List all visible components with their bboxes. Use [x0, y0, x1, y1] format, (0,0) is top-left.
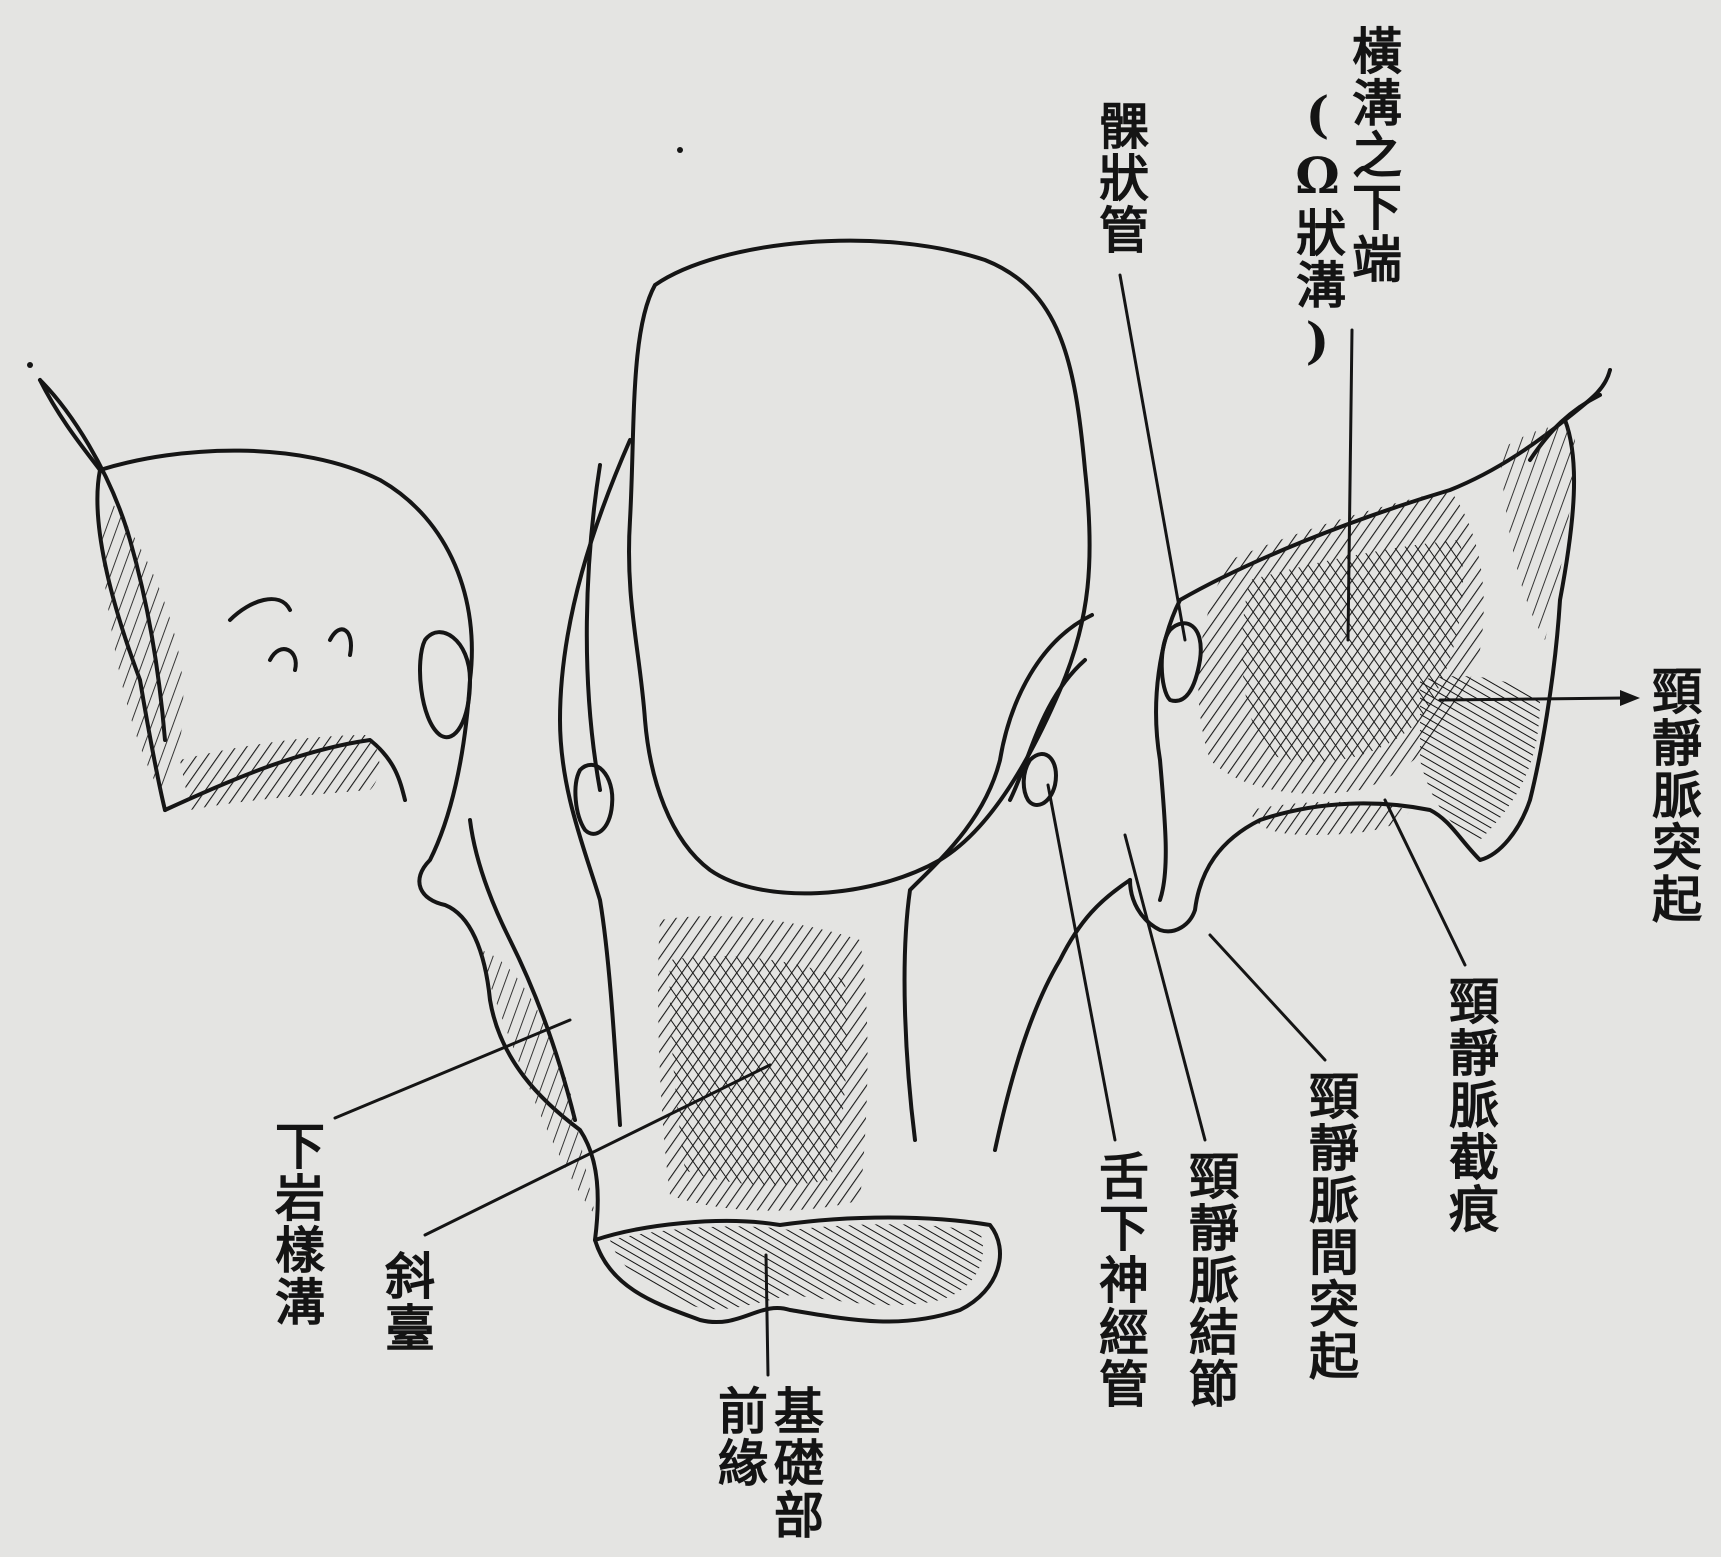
- leader-jugular-process: [1440, 698, 1625, 700]
- label-intrajugular-process: 頸靜脈間突起: [1302, 1070, 1358, 1382]
- leader-jugular-notch: [1385, 800, 1465, 965]
- label-jugular-process: 頸靜脈突起: [1645, 665, 1701, 925]
- label-jugular-tubercle: 頸靜脈結節: [1182, 1150, 1238, 1410]
- basilar-right-contour: [905, 615, 1092, 1140]
- jugular-process-arrowhead: [1620, 690, 1640, 706]
- label-inferior-petrosal-sulcus: 下岩樣溝: [268, 1120, 324, 1328]
- leader-basilar-margin: [766, 1255, 768, 1375]
- basilar-left-contour: [560, 440, 630, 1125]
- anterior-margin-hatch: [610, 1224, 983, 1309]
- label-basilar-anterior-margin-line1: 基礎部: [767, 1385, 823, 1541]
- leader-intrajugular-process: [1210, 935, 1325, 1060]
- label-transverse-sinus-end-line2: (Ω狀溝): [1289, 85, 1345, 372]
- label-transverse-sinus-end-line1: 橫溝之下端: [1345, 25, 1401, 285]
- left-lateral-part-outline: [100, 451, 598, 1240]
- inferior-petrosal-sulcus-shading: [480, 950, 595, 1215]
- left-condylar-fossa: [420, 632, 470, 737]
- foramen-magnum-outline: [629, 241, 1090, 894]
- right-condylar-canal: [1162, 623, 1201, 701]
- jugular-notch-hatch: [1250, 802, 1410, 835]
- leader-condylar-canal: [1120, 275, 1185, 640]
- label-condylar-canal: 髁狀管: [1092, 100, 1148, 256]
- label-jugular-notch: 頸靜脈截痕: [1442, 975, 1498, 1235]
- left-hypoglossal-canal: [575, 765, 612, 834]
- label-hypoglossal-canal: 舌下神經管: [1092, 1150, 1148, 1410]
- label-clivus: 斜臺: [378, 1250, 434, 1354]
- label-basilar-anterior-margin-line2: 前緣: [711, 1385, 767, 1489]
